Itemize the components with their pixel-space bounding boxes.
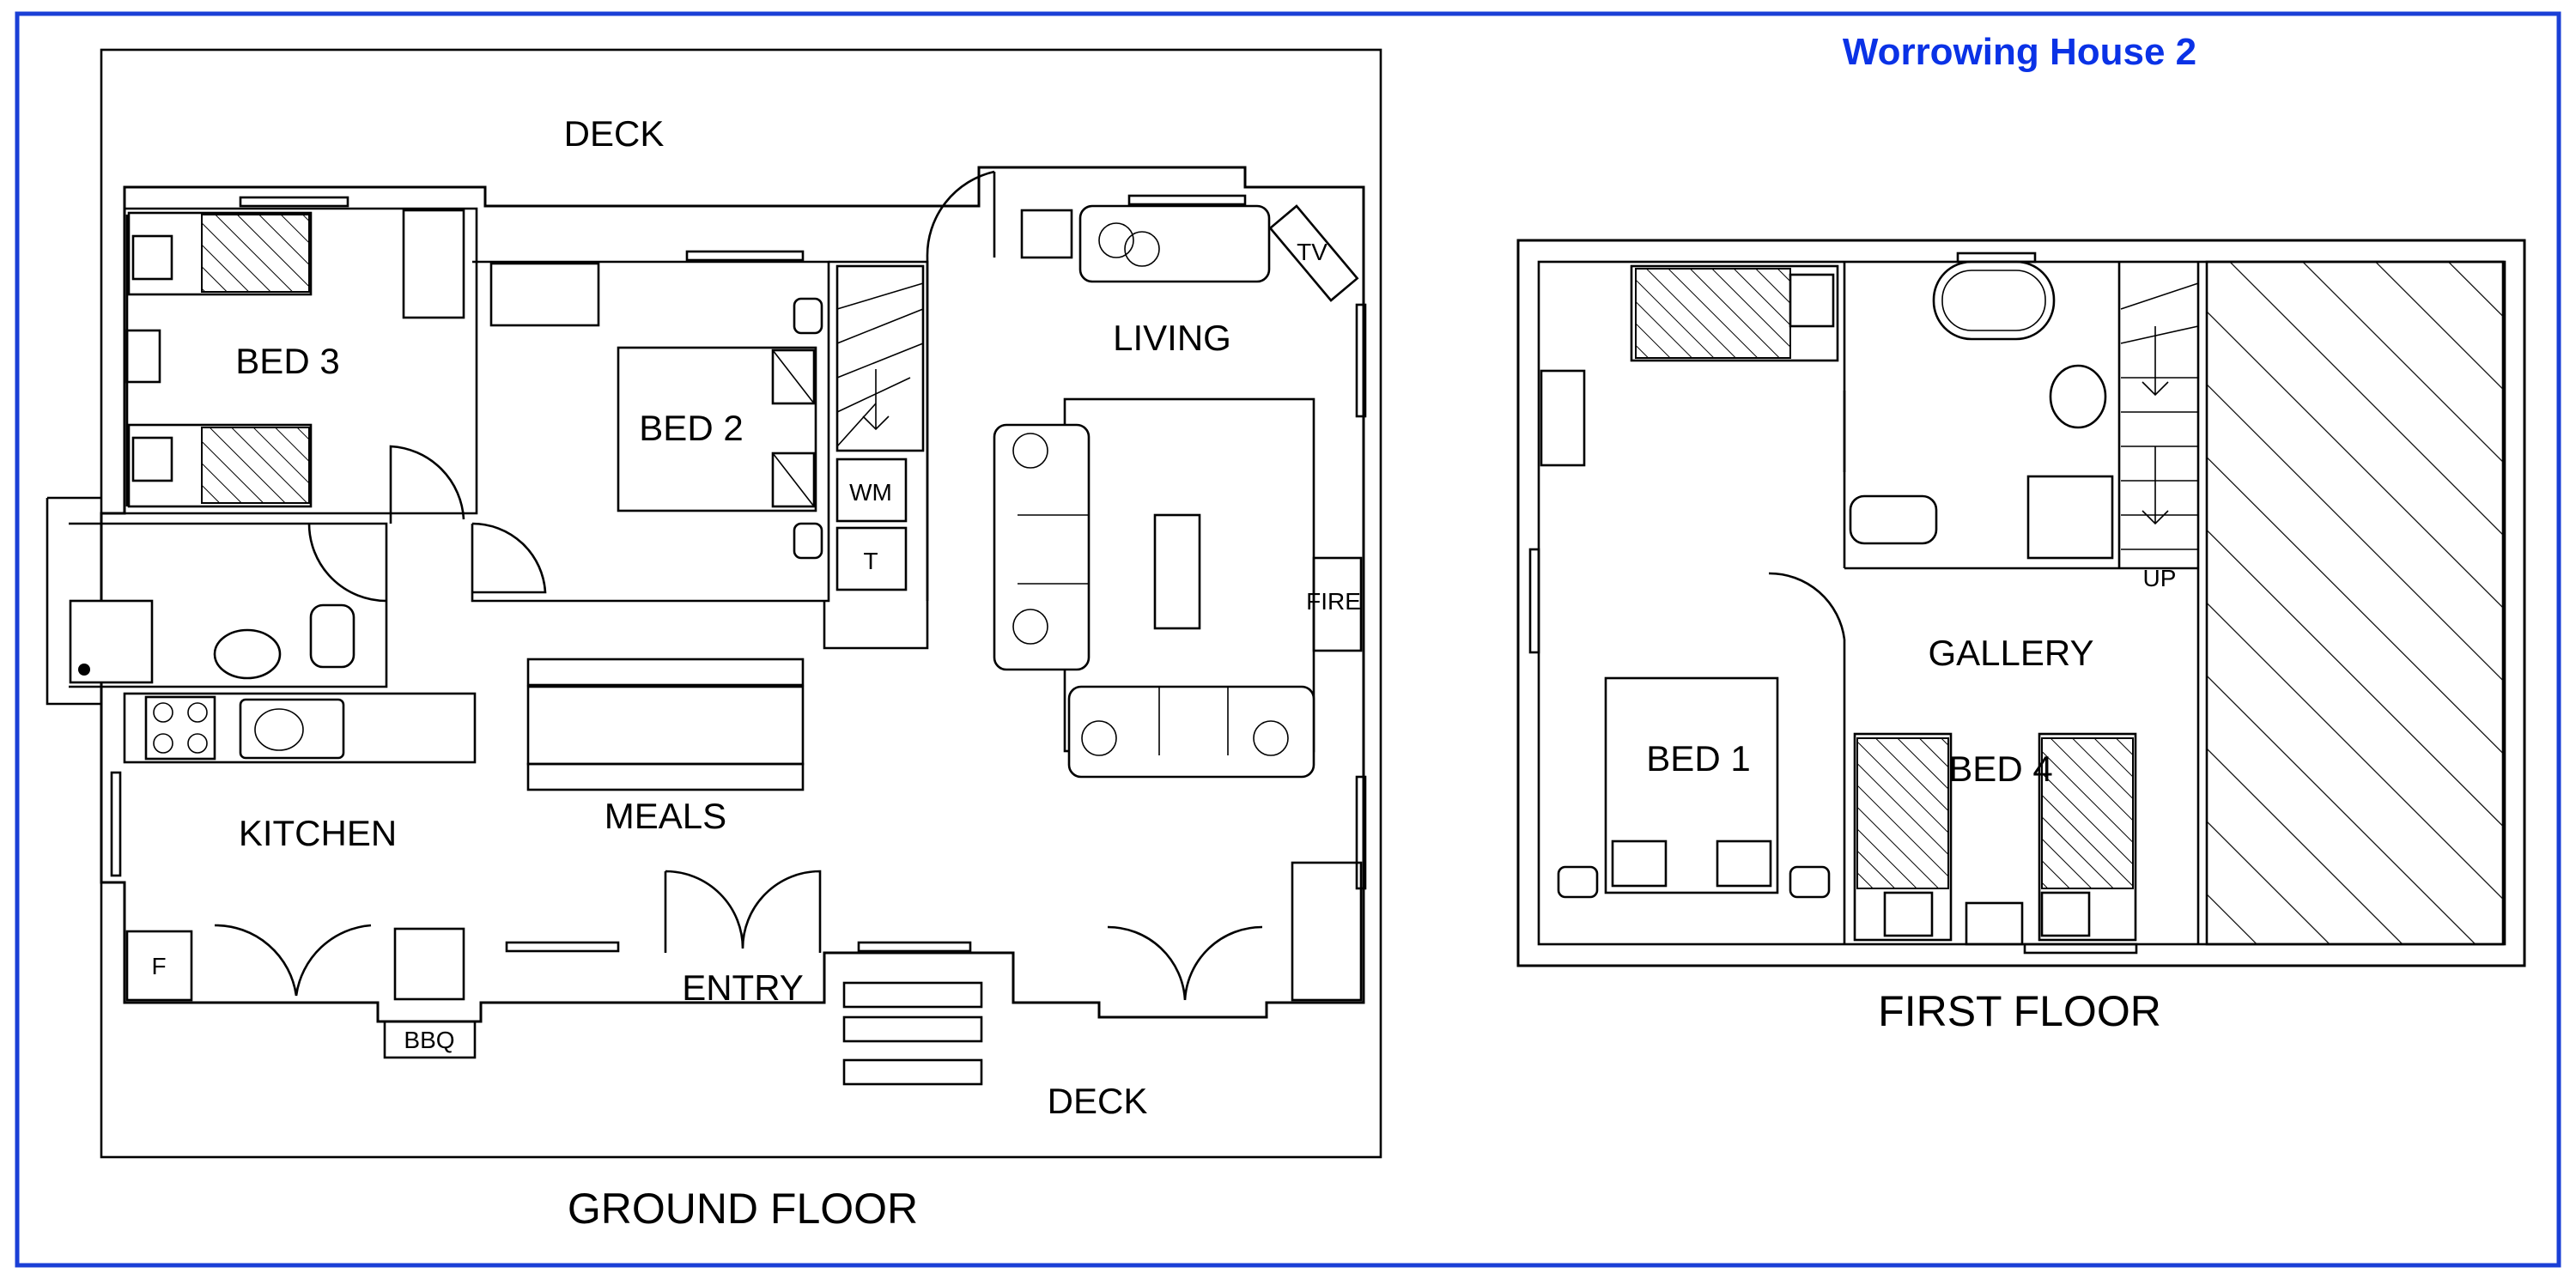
ground-cabinet [1291,861,1363,1002]
label-bbq: BBQ [404,1027,454,1053]
ff-bath-inner [1941,270,2046,331]
label-living: LIVING [1113,318,1231,358]
ground-floor-label: GROUND FLOOR [568,1185,918,1233]
label-t: T [863,548,878,574]
bed3-walls [125,207,478,515]
ff-bed1-door-arc [1768,572,1846,640]
house-title: Worrowing House 2 [1843,31,2196,73]
bed3-bedside [125,329,161,384]
label-gallery: GALLERY [1929,633,2094,673]
living-deck-doors [1107,925,1263,1001]
bed3-bed-top [127,211,313,296]
tv-unit [1268,204,1359,302]
label-bed2: BED 2 [639,408,743,448]
living-side-table [1020,209,1073,259]
ff-desk [1540,369,1586,467]
ground-floor-walls [100,166,1365,1023]
label-deck-top: DECK [564,113,665,154]
bbq [383,1020,477,1059]
ff-windows [1528,252,2138,955]
ff-bed4-single-right [2038,732,2137,942]
ff-basin [2049,364,2107,429]
label-up: UP [2143,565,2177,591]
label-bed4: BED 4 [1948,749,2052,789]
coffee-table [1153,513,1201,630]
label-fridge: F [151,953,166,979]
label-bed3: BED 3 [235,341,339,381]
bed2-desk [489,262,600,327]
entry-steps [842,981,983,1086]
bed2-double-bed [617,297,823,560]
label-deck-bottom: DECK [1048,1081,1148,1121]
west-bump [46,496,101,706]
bed3-bed-bottom [127,423,313,508]
label-wm: WM [849,479,892,506]
ff-toilet [1849,494,1938,545]
sofa-top [1078,204,1271,283]
ff-bed1-double [1557,676,1831,899]
ground-floor-plan: DECK BED 3 BED 2 LIVING TV WM T FIRE KIT… [46,48,1382,1233]
cooktop [144,695,216,761]
fridge [125,930,193,1002]
ground-basin [213,628,282,680]
bathroom-walls [69,522,388,688]
first-floor-label: FIRST FLOOR [1878,987,2161,1035]
stair-walls [823,260,929,650]
label-kitchen: KITCHEN [239,813,397,853]
ff-bath [1932,260,2056,341]
entry-doors [664,870,822,953]
kitchen-sink [239,698,345,760]
ff-single-bed-top [1630,264,1839,362]
ground-windows [110,194,1367,953]
kitchen-pantry [393,927,465,1001]
ff-bed4-single-left [1853,732,1953,942]
bed3-wardrobe [402,209,465,319]
shower-drain [78,664,90,676]
bed2-walls [471,260,830,603]
label-entry: ENTRY [682,967,804,1008]
ff-bed4-bedside [1965,901,2024,946]
bed2-door-arc [471,522,547,594]
label-meals: MEALS [605,796,726,836]
washing-machine [835,458,908,523]
first-floor-plan: GALLERY BED 1 BED 4 UP FIRST FLOOR [1516,239,2526,1035]
ground-stairs [835,264,925,452]
kitchen-deck-doors [214,924,372,997]
meals-table [526,658,805,791]
bed3-door-arc [389,445,465,524]
page-border [15,11,2561,1268]
ff-stairs [2120,282,2199,550]
ground-toilet [309,603,355,669]
kitchen-bench [123,692,477,764]
ff-shower [2026,475,2114,560]
sofa-left [993,423,1091,671]
living-door-arc [926,170,996,258]
label-bed1: BED 1 [1646,738,1750,779]
label-fire: FIRE [1306,588,1361,615]
void-hatched [2205,260,2505,946]
sofa-bottom [1067,685,1315,779]
toilet-cupboard [835,526,908,591]
bath-door-arc [307,523,387,603]
label-tv: TV [1297,239,1327,265]
fireplace [1312,556,1363,652]
